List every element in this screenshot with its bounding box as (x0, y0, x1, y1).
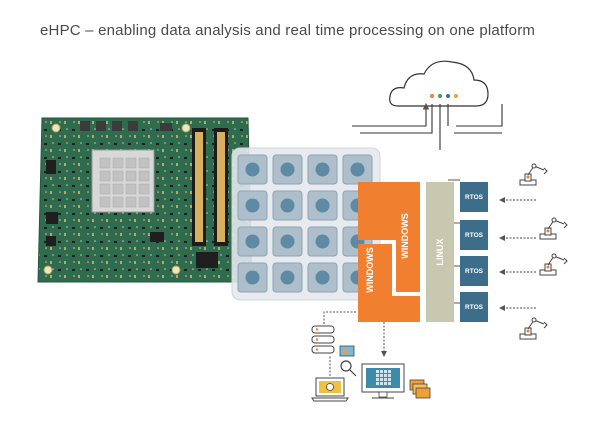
core-dot (315, 162, 330, 177)
com-express-board (37, 117, 253, 283)
core-dot (245, 198, 260, 213)
monitor-icon (361, 363, 405, 399)
core-dot (315, 198, 330, 213)
robot-arm-icon (539, 217, 568, 240)
windows-partition: WINDOWS WINDOWS (358, 182, 420, 322)
core-dot (280, 234, 295, 249)
core-dot (245, 270, 260, 285)
core-dot (315, 270, 330, 285)
rtos-label: RTOS (465, 268, 484, 275)
rtos-block (460, 292, 488, 322)
core-dot (280, 162, 295, 177)
rtos-block (460, 256, 488, 286)
core-grid (231, 147, 381, 301)
laptop-icon (311, 377, 349, 402)
core-dot (280, 270, 295, 285)
rtos-partitions: RTOS RTOS RTOS RTOS (460, 182, 488, 322)
core-dot (280, 198, 295, 213)
folder-icon (409, 379, 431, 399)
rtos-label: RTOS (465, 304, 484, 311)
rtos-label: RTOS (465, 194, 484, 201)
core-dot (315, 234, 330, 249)
linux-partition: LINUX (426, 182, 454, 322)
cloud-uplinks (352, 94, 503, 150)
windows-label: WINDOWS (400, 213, 410, 259)
linux-label: LINUX (435, 239, 445, 266)
core-dot (245, 234, 260, 249)
page-title: eHPC – enabling data analysis and real t… (40, 22, 536, 39)
rtos-block (460, 182, 488, 212)
card-icon (339, 345, 355, 357)
robot-arm-icon (519, 317, 548, 340)
robot-arm-icon (519, 163, 548, 186)
rtos-block (460, 220, 488, 250)
robot-arm-icon (539, 253, 568, 276)
cloud-icon (389, 60, 489, 107)
magnifier-icon (340, 360, 357, 377)
server-stack-icon (311, 325, 335, 354)
rtos-label: RTOS (465, 232, 484, 239)
windows-label: WINDOWS (365, 247, 375, 293)
core-dot (245, 162, 260, 177)
core-dot (350, 162, 365, 177)
